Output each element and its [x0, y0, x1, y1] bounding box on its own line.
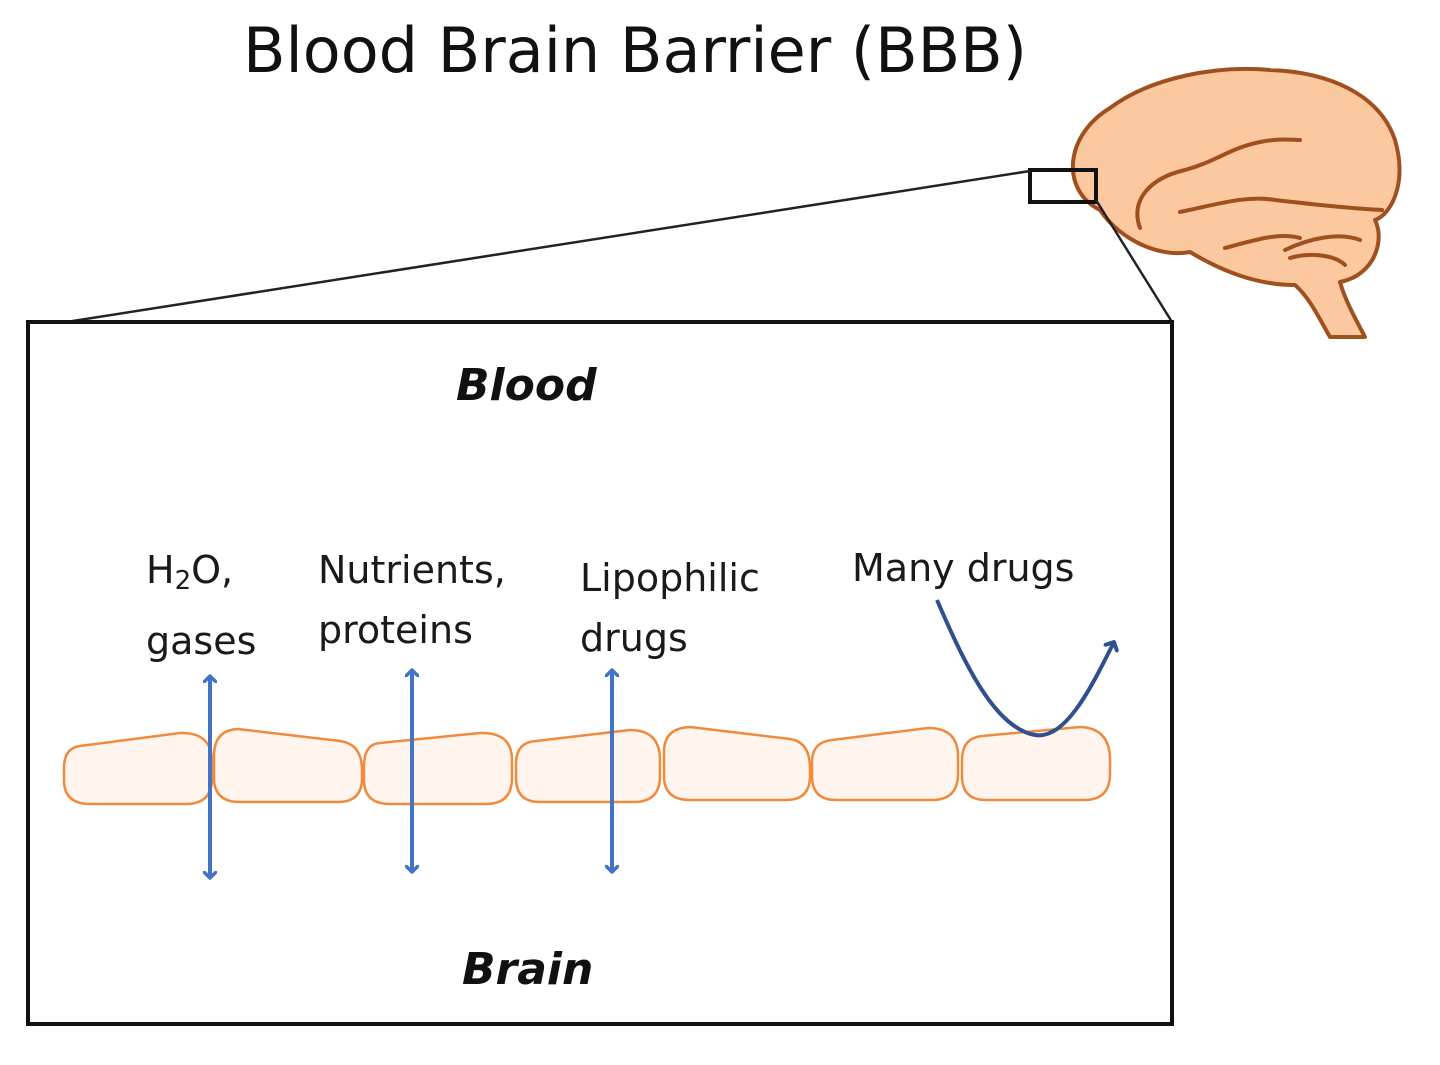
zoom-frame: [26, 320, 1174, 1026]
blood-label: Blood: [456, 360, 597, 411]
many-drugs-label: Many drugs: [852, 546, 1075, 590]
diagram-title: Blood Brain Barrier (BBB): [243, 14, 1027, 87]
zoom-indicator-box: [1028, 168, 1098, 204]
reflected-drug-arrow: [935, 599, 1114, 738]
water-gases-label: H2O, gases: [146, 548, 257, 663]
endothelial-cell: [514, 728, 662, 804]
endothelial-cell: [810, 726, 960, 802]
brain-outline: [1070, 66, 1402, 339]
brain-icon: [1070, 66, 1402, 339]
zoom-line-right: [1094, 199, 1174, 323]
endothelial-cell-layer: [62, 725, 1112, 806]
endothelial-cell: [362, 731, 514, 806]
lipophilic-drugs-label: Lipophilic drugs: [580, 556, 760, 660]
zoom-line-left: [27, 169, 1031, 330]
endothelial-cell: [960, 725, 1112, 802]
endothelial-cell: [662, 725, 812, 802]
endothelial-cell: [212, 727, 364, 804]
brain-label: Brain: [462, 944, 594, 995]
nutrients-proteins-label: Nutrients, proteins: [318, 548, 506, 652]
